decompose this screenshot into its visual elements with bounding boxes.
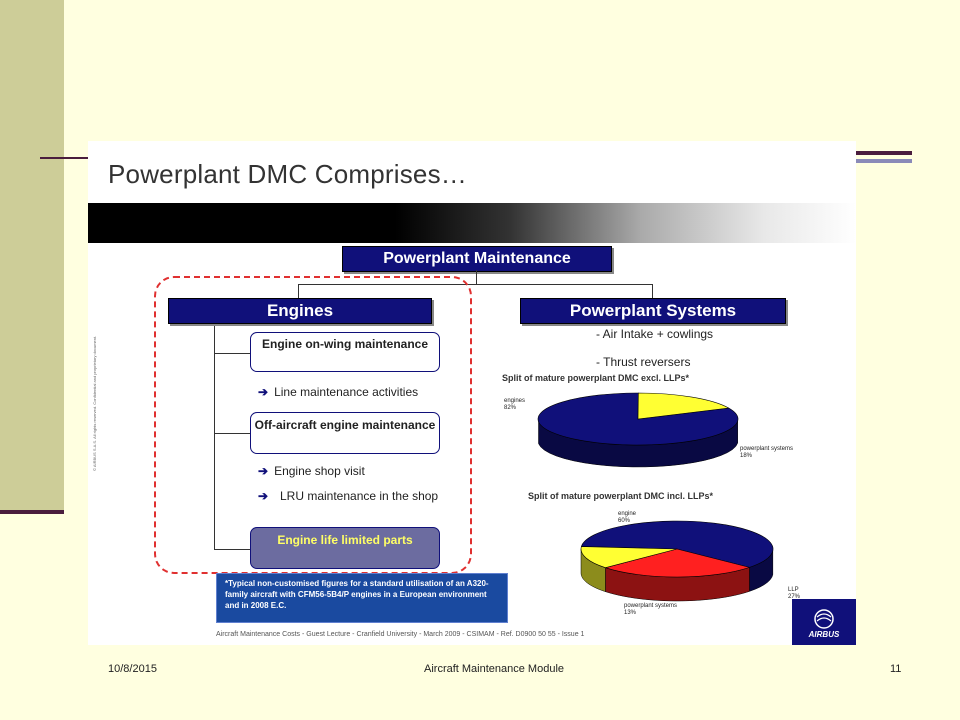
powerplant-systems-box: Powerplant Systems	[520, 298, 786, 324]
sidebar-decoration	[0, 0, 64, 512]
source-text: Aircraft Maintenance Costs - Guest Lectu…	[216, 631, 585, 638]
connector-line	[652, 284, 653, 298]
connector-line	[298, 284, 653, 285]
chart1-title: Split of mature powerplant DMC excl. LLP…	[502, 373, 690, 383]
title-rule-right-accent	[856, 159, 912, 163]
bullet-lru-maintenance: ➔LRU maintenance in the shop	[258, 489, 439, 503]
chart2-pie	[580, 520, 774, 602]
chart1-pie	[537, 392, 739, 468]
connector-line	[298, 284, 299, 298]
connector-line	[214, 549, 250, 550]
chart2-slice-1	[604, 548, 751, 578]
connector-line	[214, 322, 215, 550]
bullet-engine-shop-visit: ➔Engine shop visit	[258, 464, 365, 478]
engine-life-limited-parts-box: Engine life limited parts	[250, 527, 440, 569]
ps-item-air-intake: - Air Intake + cowlings	[596, 327, 714, 341]
title-band	[88, 203, 856, 243]
footer-title: Aircraft Maintenance Module	[424, 663, 565, 675]
chart2-slice-0	[580, 520, 774, 568]
slide-title: Powerplant DMC Comprises…	[108, 159, 467, 189]
footnote-box: *Typical non-customised figures for a st…	[216, 573, 508, 623]
arrow-icon: ➔	[258, 385, 269, 399]
chart1-slice-1	[637, 392, 730, 420]
copyright-side-text: © AIRBUS S.A.S. All rights reserved. Con…	[92, 335, 97, 471]
connector-line	[476, 270, 477, 284]
sidebar-rule	[0, 510, 64, 514]
ps-item-thrust-reversers: - Thrust reversers	[596, 355, 691, 369]
powerplant-maintenance-box: Powerplant Maintenance	[342, 246, 612, 272]
slide-image: Powerplant DMC Comprises… Powerplant Mai…	[88, 141, 856, 645]
arrow-icon: ➔	[258, 464, 269, 478]
connector-line	[214, 353, 250, 354]
title-rule-right	[856, 151, 912, 155]
title-rule-left	[40, 157, 88, 159]
engine-on-wing-box: Engine on-wing maintenance	[250, 332, 440, 372]
chart2-slice-2	[580, 546, 678, 568]
engines-box: Engines	[168, 298, 432, 324]
arrow-icon: ➔	[258, 489, 269, 503]
footer-page-number: 11	[890, 663, 902, 675]
bullet-line-maintenance: ➔Line maintenance activities	[258, 385, 419, 399]
footer-date: 10/8/2015	[108, 663, 157, 675]
airbus-emblem-icon	[814, 609, 834, 629]
connector-line	[214, 433, 250, 434]
off-aircraft-box: Off-aircraft engine maintenance	[250, 412, 440, 454]
airbus-logo: AIRBUS	[792, 599, 856, 645]
chart2-title: Split of mature powerplant DMC incl. LLP…	[528, 491, 714, 501]
